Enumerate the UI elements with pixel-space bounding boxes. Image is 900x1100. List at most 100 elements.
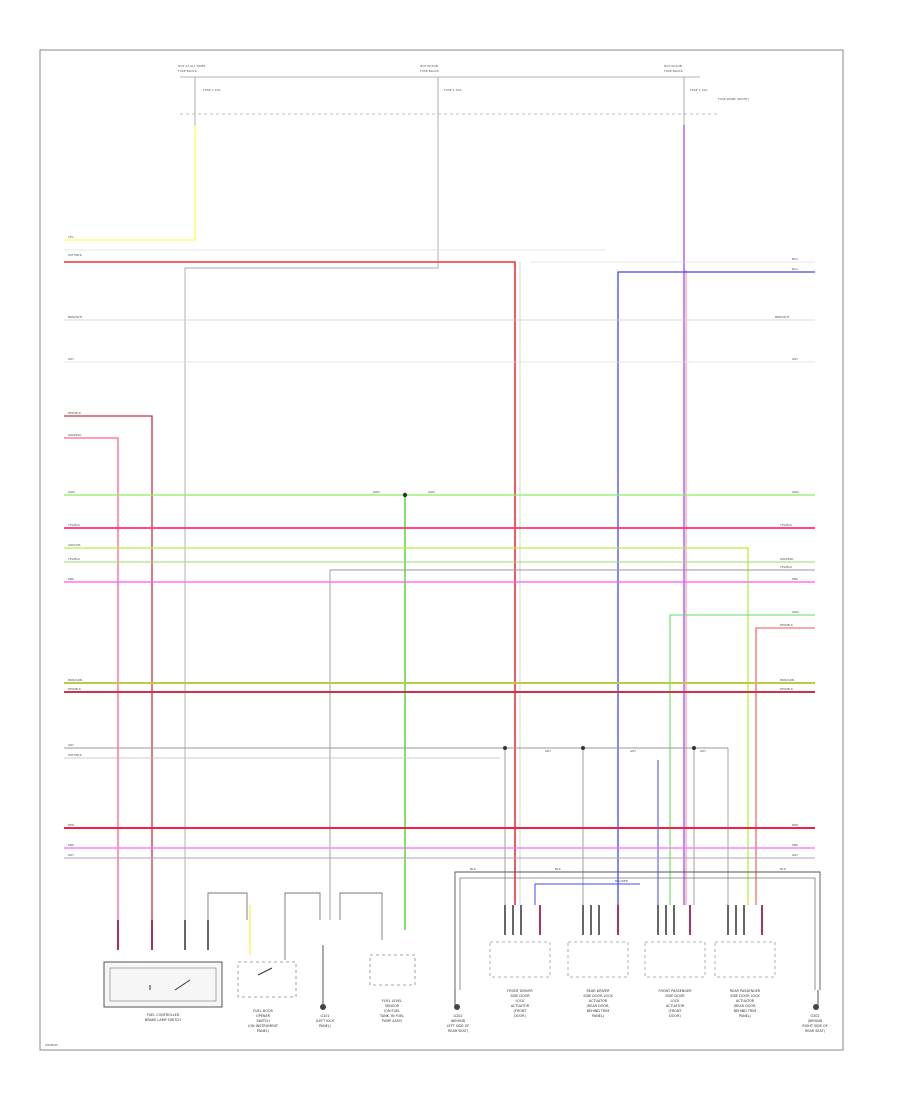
svg-text:LEFT SIDE OF: LEFT SIDE OF	[447, 1024, 470, 1028]
svg-text:FUSE BLOCK: FUSE BLOCK	[178, 69, 198, 73]
svg-text:HOT IN RUN: HOT IN RUN	[420, 64, 438, 68]
svg-text:PANEL): PANEL)	[319, 1024, 332, 1028]
svg-text:RED/BLK: RED/BLK	[68, 411, 82, 415]
wire-green-right	[669, 614, 815, 905]
svg-text:SIDE DOOR: SIDE DOOR	[665, 994, 685, 998]
actuator-box-rear-driver	[567, 941, 629, 978]
component-caption-rear-passenger-actuator: REAR PASSENGER SIDE DOOR LOCK ACTUATOR (…	[730, 989, 761, 1018]
svg-text:WHT/BLK: WHT/BLK	[68, 753, 83, 757]
wire-pink-left-2	[64, 437, 119, 920]
actuator-box-front-passenger	[644, 941, 706, 978]
ground-bus-left	[454, 871, 821, 990]
brake-switch-box	[103, 961, 223, 1008]
svg-text:HOT AT ALL TIMES: HOT AT ALL TIMES	[178, 64, 206, 68]
wire-gray-h5	[329, 569, 815, 920]
svg-text:BRN/GRN: BRN/GRN	[68, 678, 82, 682]
svg-text:GRN: GRN	[373, 490, 380, 494]
svg-text:(FRONT: (FRONT	[514, 1009, 528, 1013]
svg-text:REAR PASSENGER: REAR PASSENGER	[730, 989, 761, 993]
svg-text:YEL/BLK: YEL/BLK	[780, 565, 793, 569]
svg-text:GRN: GRN	[428, 490, 435, 494]
svg-text:REAR DRIVER: REAR DRIVER	[586, 989, 610, 993]
actuator-box-rear-passenger	[714, 941, 776, 978]
component-caption-g101: G101 (LEFT KICK PANEL)	[316, 1014, 335, 1028]
svg-text:FUEL DOOR: FUEL DOOR	[253, 1009, 273, 1013]
svg-text:SIDE DOOR LOCK: SIDE DOOR LOCK	[583, 994, 613, 998]
svg-text:LOCK: LOCK	[670, 999, 680, 1003]
ground-g202	[454, 990, 460, 1010]
actuator-box-front-driver	[489, 941, 551, 978]
svg-text:BRN/GRN: BRN/GRN	[780, 678, 794, 682]
svg-text:ACTUATOR: ACTUATOR	[511, 1004, 530, 1008]
svg-text:(FRONT: (FRONT	[669, 1009, 683, 1013]
svg-text:BLK: BLK	[555, 867, 562, 871]
svg-text:BLK: BLK	[780, 867, 787, 871]
svg-text:(BEHIND: (BEHIND	[808, 1019, 823, 1023]
svg-text:GRY: GRY	[792, 853, 798, 857]
svg-text:GRY: GRY	[630, 749, 636, 753]
svg-text:WHT/BLK: WHT/BLK	[68, 253, 83, 257]
svg-text:PNK: PNK	[68, 577, 75, 581]
svg-text:ACTUATOR: ACTUATOR	[666, 1004, 685, 1008]
wire-yellow-feed	[64, 125, 196, 241]
svg-text:GRN: GRN	[68, 490, 75, 494]
ground-g302	[813, 990, 819, 1010]
svg-text:FUSE 2 10A: FUSE 2 10A	[444, 88, 462, 92]
ground-bus-left-2	[459, 877, 816, 990]
svg-text:(REAR DOOR,: (REAR DOOR,	[734, 1004, 757, 1008]
wire-red-right	[755, 627, 815, 905]
svg-text:RED/BLK: RED/BLK	[780, 687, 794, 691]
svg-text:FUSE BLOCK: FUSE BLOCK	[664, 69, 684, 73]
svg-text:DOOR): DOOR)	[669, 1014, 681, 1018]
brake-switch-blade	[174, 979, 191, 991]
svg-text:YEL/BLK: YEL/BLK	[68, 523, 81, 527]
svg-text:RED: RED	[792, 823, 799, 827]
component-caption-fuel-level-sensor: FUEL LEVEL SENSOR (ON FUEL TANK, IN FUEL…	[379, 999, 404, 1023]
svg-text:YEL: YEL	[68, 235, 74, 239]
svg-text:ACTUATOR: ACTUATOR	[736, 999, 755, 1003]
component-caption-brake-switch: FUEL CONTROLLED BRAKE LAMP SWITCH	[145, 1013, 181, 1022]
svg-text:FUEL CONTROLLED: FUEL CONTROLLED	[147, 1013, 180, 1017]
svg-text:TANK, IN FUEL: TANK, IN FUEL	[379, 1014, 404, 1018]
svg-text:GRN/BLK: GRN/BLK	[780, 557, 794, 561]
svg-text:GRN/BLK: GRN/BLK	[68, 433, 82, 437]
svg-text:YEL/BLK: YEL/BLK	[68, 557, 81, 561]
svg-text:BLU: BLU	[792, 267, 798, 271]
svg-text:GRY: GRY	[792, 357, 798, 361]
fuse-2: HOT IN RUN FUSE BLOCK FUSE 2 10A	[420, 64, 462, 92]
svg-text:GRY: GRY	[700, 749, 706, 753]
svg-text:(ON FUEL: (ON FUEL	[384, 1009, 400, 1013]
diagram-frame	[39, 49, 844, 1051]
svg-text:BRAKE LAMP SWITCH: BRAKE LAMP SWITCH	[145, 1018, 181, 1022]
svg-text:REAR SEAT): REAR SEAT)	[805, 1029, 826, 1033]
svg-text:GRN: GRN	[792, 610, 799, 614]
svg-text:BRN/WHT: BRN/WHT	[775, 315, 790, 319]
splice-dot	[581, 746, 585, 750]
svg-text:GRY: GRY	[545, 749, 551, 753]
wire-switch-loop	[207, 892, 248, 920]
component-caption-front-driver-actuator: FRONT DRIVER SIDE DOOR LOCK ACTUATOR (FR…	[507, 989, 533, 1018]
component-caption-g202: G202 (BEHIND LEFT SIDE OF REAR SEAT)	[447, 1014, 470, 1033]
svg-text:HOT IN RUN: HOT IN RUN	[664, 64, 682, 68]
svg-text:BLU/RED: BLU/RED	[615, 879, 629, 883]
actuator-connectors	[504, 905, 763, 935]
svg-text:BEHIND TRIM: BEHIND TRIM	[587, 1009, 610, 1013]
svg-text:PNK: PNK	[792, 577, 799, 581]
svg-text:(ON INSTRUMENT: (ON INSTRUMENT	[248, 1024, 279, 1028]
fuse-1: HOT AT ALL TIMES FUSE BLOCK FUSE 1 10A	[178, 64, 221, 92]
svg-text:GRN: GRN	[792, 490, 799, 494]
svg-text:FUSE 1 10A: FUSE 1 10A	[203, 88, 221, 92]
svg-text:BRN/WHT: BRN/WHT	[68, 315, 83, 319]
fuel-level-sensor-box	[369, 954, 416, 986]
svg-text:GRN/YEL: GRN/YEL	[68, 543, 81, 547]
fuel-door-switch-blade	[257, 967, 273, 976]
svg-text:FUEL LEVEL: FUEL LEVEL	[382, 999, 402, 1003]
svg-text:(REAR DOOR,: (REAR DOOR,	[587, 1004, 610, 1008]
wire-switch-loop-2	[284, 892, 321, 960]
svg-text:RED/BLK: RED/BLK	[780, 623, 794, 627]
svg-text:(LEFT KICK: (LEFT KICK	[316, 1019, 335, 1023]
svg-text:(BEHIND: (BEHIND	[451, 1019, 466, 1023]
svg-text:RED: RED	[68, 823, 75, 827]
svg-text:PNK: PNK	[68, 843, 75, 847]
